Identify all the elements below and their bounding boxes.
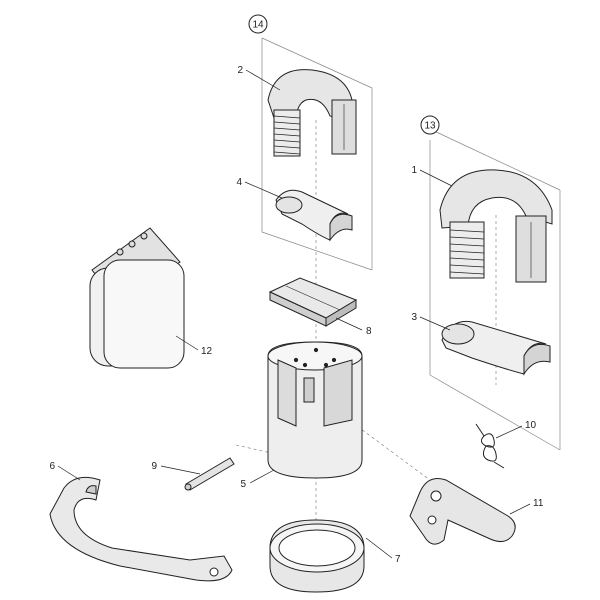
part-12-battery-pack — [89, 227, 185, 369]
part-9-pin — [184, 457, 235, 491]
part-4-half-sleeve — [275, 189, 353, 242]
group-13-callout: 13 — [420, 115, 440, 135]
group-13-label: 13 — [424, 121, 436, 132]
part-8-saddle-plate — [268, 277, 358, 327]
part-3-half-sleeve — [441, 320, 551, 376]
group-14-outline — [261, 37, 373, 271]
part-6-label: 6 — [49, 461, 55, 472]
part-1-label: 1 — [411, 165, 417, 176]
part-8-label: 8 — [366, 326, 372, 337]
part-7-label: 7 — [395, 554, 401, 565]
part-7-threaded-ring — [269, 519, 365, 593]
part-9-label: 9 — [151, 461, 157, 472]
part-5-label: 5 — [240, 479, 246, 490]
group-13-outline — [429, 129, 561, 451]
part-3-label: 3 — [411, 312, 417, 323]
group-14-label: 14 — [252, 20, 264, 31]
part-10-label: 10 — [525, 420, 537, 431]
part-6-hook-wrench — [49, 476, 233, 582]
part-2-clamp-jaw — [267, 69, 357, 157]
group-14-callout: 14 — [248, 14, 268, 34]
part-5-body — [267, 341, 363, 479]
part-2-label: 2 — [237, 65, 243, 76]
part-12-label: 12 — [201, 346, 213, 357]
part-4-label: 4 — [236, 177, 242, 188]
part-1-clamp-jaw — [439, 169, 553, 283]
part-11-lever — [409, 478, 516, 545]
part-10-spring — [475, 423, 505, 469]
part-11-label: 11 — [533, 498, 544, 509]
